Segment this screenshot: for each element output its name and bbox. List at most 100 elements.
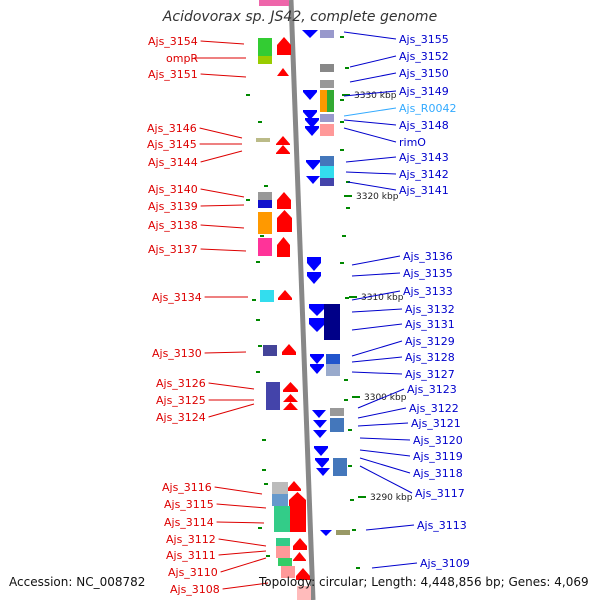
forward-gene-bar xyxy=(326,364,340,376)
forward-gene-bar xyxy=(326,354,340,364)
gene-leader-line xyxy=(222,582,269,590)
forward-gene-arrow xyxy=(312,410,326,418)
gene-label-left: Ajs_3114 xyxy=(164,516,214,529)
kbp-label: 3330 kbp xyxy=(354,91,397,101)
reverse-gene-bar xyxy=(263,345,277,356)
reverse-gene-arrow xyxy=(276,145,290,154)
reverse-gene-arrow xyxy=(277,192,291,209)
gene-label-right: Ajs_3149 xyxy=(399,85,449,98)
gene-leader-line xyxy=(208,382,255,390)
forward-gene-bar xyxy=(320,124,334,136)
gene-label-right: Ajs_3117 xyxy=(415,487,465,500)
genome-title: Acidovorax sp. JS42, complete genome xyxy=(162,9,438,25)
gene-leader-line xyxy=(200,40,245,45)
reverse-gene-arrow xyxy=(276,136,290,145)
gene-leader-line xyxy=(357,407,407,419)
gene-leader-line xyxy=(349,72,397,83)
gene-leader-line xyxy=(371,562,418,569)
reverse-gene-bar xyxy=(274,506,290,532)
gene-leader-line xyxy=(204,351,247,354)
gene-label-right: Ajs_3136 xyxy=(403,250,453,263)
gene-leader-line xyxy=(351,323,403,331)
gene-leader-line xyxy=(343,119,397,126)
forward-gene-arrow xyxy=(302,30,318,38)
forward-gene-bar xyxy=(320,30,334,38)
kbp-label: 3310 kbp xyxy=(361,293,404,303)
gene-leader-line xyxy=(343,90,397,97)
gene-label-left: Ajs_3140 xyxy=(148,183,198,196)
gene-label-left: Ajs_3116 xyxy=(162,481,212,494)
reverse-gene-bar xyxy=(258,200,272,208)
forward-gene-arrow xyxy=(307,272,321,284)
gene-label-left: Ajs_3145 xyxy=(147,138,197,151)
kbp-label: 3320 kbp xyxy=(356,192,399,202)
kbp-label: 3290 kbp xyxy=(370,493,413,503)
forward-gene-arrow xyxy=(309,318,325,332)
gene-label-right: Ajs_3127 xyxy=(405,368,455,381)
gene-leader-line xyxy=(216,521,265,524)
reverse-gene-bar xyxy=(276,538,290,546)
forward-gene-arrow xyxy=(310,354,324,364)
forward-gene-bar xyxy=(320,80,334,88)
gene-label-right: Ajs_3121 xyxy=(411,417,461,430)
forward-gene-arrow xyxy=(310,364,324,374)
gene-leader-line xyxy=(343,127,397,143)
gene-label-left: Ajs_3112 xyxy=(166,533,216,546)
accession-text: Accession: NC_008782 xyxy=(9,575,146,589)
forward-gene-bar xyxy=(330,408,344,416)
reverse-gene-arrow xyxy=(293,552,306,561)
gene-label-left: Ajs_3126 xyxy=(156,377,206,390)
reverse-gene-bar xyxy=(260,290,274,302)
forward-gene-arrow xyxy=(315,458,329,468)
gene-leader-line xyxy=(351,308,403,313)
gene-label-left: Ajs_3111 xyxy=(166,549,216,562)
gene-leader-line xyxy=(200,73,247,78)
gene-leader-line xyxy=(218,550,267,556)
gene-label-right: Ajs_3132 xyxy=(405,303,455,316)
gene-label-right: Ajs_3118 xyxy=(413,467,463,480)
forward-gene-arrow xyxy=(307,257,321,271)
reverse-gene-arrow xyxy=(283,402,298,410)
gene-leader-line xyxy=(349,55,397,68)
gene-leader-line xyxy=(351,340,403,357)
gene-leader-line xyxy=(357,388,405,409)
forward-gene-bar xyxy=(327,90,334,112)
gene-label-left: Ajs_3124 xyxy=(156,411,206,424)
gene-leader-line xyxy=(359,437,411,441)
top-band xyxy=(259,0,289,6)
reverse-gene-arrow xyxy=(296,568,310,580)
forward-gene-arrow xyxy=(303,110,317,120)
forward-gene-arrow xyxy=(306,160,320,170)
gene-label-right: Ajs_3128 xyxy=(405,351,455,364)
gene-label-right: Ajs_3152 xyxy=(399,50,449,63)
kbp-label: 3300 kbp xyxy=(364,393,407,403)
gene-label-right: Ajs_3141 xyxy=(399,184,449,197)
gene-leader-line xyxy=(347,181,397,191)
forward-gene-arrow xyxy=(306,176,320,184)
reverse-gene-bar xyxy=(278,558,292,566)
gene-label-left: Ajs_3137 xyxy=(148,243,198,256)
reverse-gene-bar xyxy=(258,192,272,200)
reverse-gene-bar xyxy=(281,566,295,578)
reverse-gene-arrow xyxy=(282,344,296,355)
gene-label-right: Ajs_3109 xyxy=(420,557,470,570)
gene-leader-line xyxy=(359,457,411,474)
forward-gene-arrow xyxy=(313,420,327,428)
gene-label-left: Ajs_3144 xyxy=(148,156,198,169)
gene-leader-line xyxy=(359,449,411,457)
reverse-gene-arrow xyxy=(287,481,301,491)
reverse-gene-bar xyxy=(256,138,270,142)
gene-label-right: Ajs_3123 xyxy=(407,383,457,396)
gene-label-right: Ajs_3150 xyxy=(399,67,449,80)
gene-label-left: ompR xyxy=(166,52,198,65)
forward-gene-bar xyxy=(320,64,334,72)
gene-leader-line xyxy=(345,171,397,175)
reverse-gene-arrow xyxy=(289,492,306,532)
forward-gene-arrow xyxy=(309,304,325,316)
gene-label-left: Ajs_3139 xyxy=(148,200,198,213)
gene-leader-line xyxy=(357,422,409,427)
forward-gene-bar xyxy=(330,418,344,432)
gene-label-right: Ajs_3120 xyxy=(413,434,463,447)
gene-leader-line xyxy=(343,31,397,40)
